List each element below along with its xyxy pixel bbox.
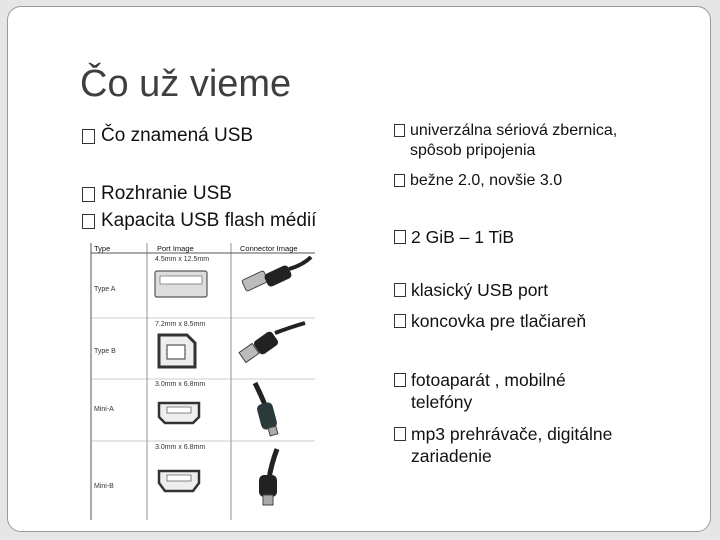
svg-text:Type A: Type A [94,286,116,293]
bullet-box-icon [394,174,405,187]
svg-text:Mini-A: Mini-A [94,406,114,413]
left-bullet-2: Rozhranie USB [82,183,232,205]
svg-text:Mini-B: Mini-B [94,483,114,490]
left-bullet-3: Kapacita USB flash médií [82,210,316,232]
bullet-box-icon [394,427,406,441]
table-header-connector: Connector Image [240,244,298,253]
right-bullet-5: koncovka pre tlačiareň [394,310,586,332]
mini-b-port-icon [157,469,201,493]
mini-a-port-icon [157,401,201,425]
bullet-box-icon [394,124,405,137]
usb-a-port-icon [154,270,208,298]
right-bullet-1: univerzálna sériová zbernica, spôsob pri… [394,121,617,161]
usb-b-port-icon [157,333,197,369]
svg-text:3.0mm x 6.8mm: 3.0mm x 6.8mm [155,381,205,388]
table-header-type: Type [94,244,110,253]
svg-text:3.0mm x 6.8mm: 3.0mm x 6.8mm [155,444,205,451]
usb-connector-table: Type Port Image Connector Image Type A 4… [83,243,315,520]
table-header-port: Port Image [157,244,194,253]
bullet-box-icon [394,314,406,328]
mini-a-cable-icon [252,381,279,437]
table-row: Type B 7.2mm x 8.5mm [94,321,306,369]
left-bullet-1: Čo znamená USB [82,125,253,147]
bullet-box-icon [394,230,406,244]
right-bullet-2: bežne 2.0, novšie 3.0 [394,171,562,191]
svg-text:7.2mm x 8.5mm: 7.2mm x 8.5mm [155,321,205,328]
bullet-box-icon [82,187,95,202]
right-bullet-3: 2 GiB – 1 TiB [394,226,514,248]
usb-a-cable-icon [241,255,313,292]
table-row: Type A 4.5mm x 12.5mm [94,255,313,298]
bullet-box-icon [394,373,406,387]
svg-text:Type B: Type B [94,348,116,355]
mini-b-cable-icon [259,448,280,506]
bullet-box-icon [82,214,95,229]
bullet-box-icon [82,129,95,144]
table-row: Mini-B 3.0mm x 6.8mm [94,444,280,506]
right-bullet-6: fotoaparát , mobilné telefóny [394,369,566,413]
svg-text:4.5mm x 12.5mm: 4.5mm x 12.5mm [155,256,209,263]
right-bullet-7: mp3 prehrávače, digitálne zariadenie [394,423,612,467]
slide-title: Čo už vieme [80,63,292,105]
table-row: Mini-A 3.0mm x 6.8mm [94,381,279,437]
right-bullet-4: klasický USB port [394,279,548,301]
bullet-box-icon [394,283,406,297]
usb-b-cable-icon [238,321,306,364]
